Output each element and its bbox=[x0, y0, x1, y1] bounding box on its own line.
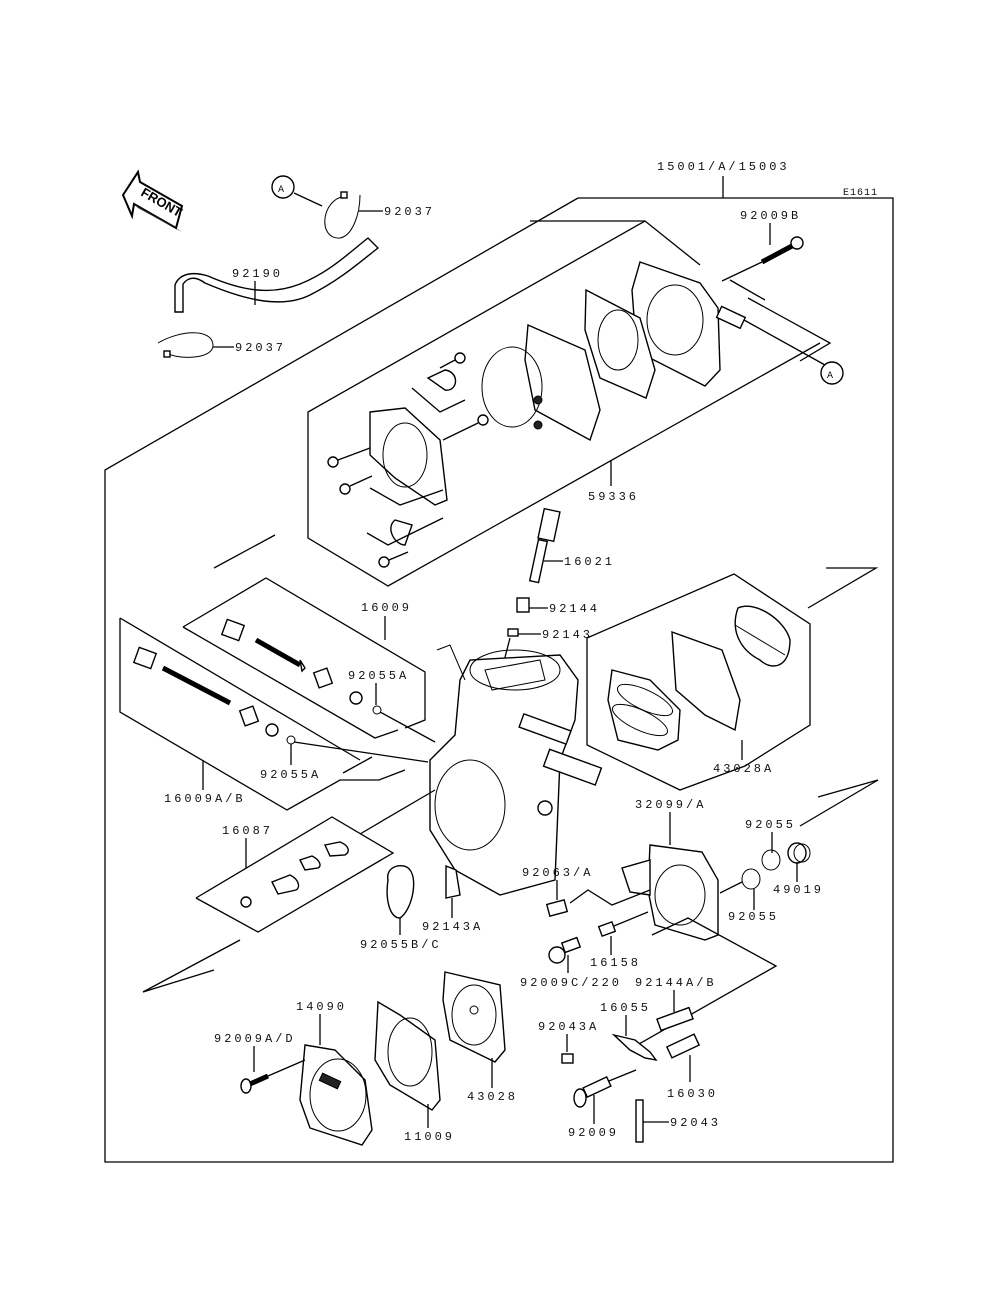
part-label-92055A-lower[interactable]: 92055A bbox=[260, 768, 321, 782]
lever-icon bbox=[611, 1033, 658, 1062]
part-label-92190[interactable]: 92190 bbox=[232, 267, 283, 281]
bracket-icon bbox=[240, 841, 349, 908]
part-label-16030[interactable]: 16030 bbox=[667, 1087, 718, 1101]
part-label-92037-top[interactable]: 92037 bbox=[384, 205, 435, 219]
cap-icon bbox=[507, 628, 519, 637]
part-label-32099A[interactable]: 32099/A bbox=[635, 798, 706, 812]
part-label-92009[interactable]: 92009 bbox=[568, 1126, 619, 1140]
part-label-16009[interactable]: 16009 bbox=[361, 601, 412, 615]
o-ring-icon bbox=[761, 849, 781, 871]
part-label-92055BC[interactable]: 92055B/C bbox=[360, 938, 442, 952]
part-label-16158[interactable]: 16158 bbox=[590, 956, 641, 970]
clamp-icon bbox=[157, 332, 214, 358]
part-label-92144[interactable]: 92144 bbox=[549, 602, 600, 616]
pump-cover-icon bbox=[631, 261, 747, 387]
part-label-92055-lower[interactable]: 92055 bbox=[728, 910, 779, 924]
front-arrow-icon: FRONT bbox=[121, 169, 185, 232]
part-label-92043[interactable]: 92043 bbox=[670, 1116, 721, 1130]
plug-icon bbox=[787, 842, 811, 864]
part-label-92063A[interactable]: 92063/A bbox=[522, 866, 593, 880]
part-label-92055A-upper[interactable]: 92055A bbox=[348, 669, 409, 683]
o-ring-icon bbox=[286, 735, 296, 745]
screw-icon bbox=[378, 556, 390, 568]
part-label-92144AB[interactable]: 92144A/B bbox=[635, 976, 717, 990]
cover-icon bbox=[386, 864, 415, 919]
svg-text:A: A bbox=[278, 185, 285, 196]
nut-icon bbox=[477, 414, 489, 426]
part-label-16009AB[interactable]: 16009A/B bbox=[164, 792, 246, 806]
spring-icon bbox=[516, 597, 530, 613]
pin-icon bbox=[561, 1053, 574, 1064]
mixture-screw-icon bbox=[132, 646, 279, 737]
gasket-icon bbox=[671, 630, 741, 732]
screw-icon bbox=[454, 352, 466, 364]
nut-icon bbox=[339, 483, 351, 495]
part-label-59336[interactable]: 59336 bbox=[588, 490, 639, 504]
gasket-icon bbox=[584, 288, 656, 399]
assembly-label[interactable]: 15001/A/15003 bbox=[657, 160, 790, 174]
part-label-92037-bottom[interactable]: 92037 bbox=[235, 341, 286, 355]
part-label-49019[interactable]: 49019 bbox=[773, 883, 824, 897]
part-label-92009C220[interactable]: 92009C/220 bbox=[520, 976, 622, 990]
part-label-43028A[interactable]: 43028A bbox=[713, 762, 774, 776]
diaphragm-icon bbox=[442, 971, 506, 1063]
part-label-14090[interactable]: 14090 bbox=[296, 1000, 347, 1014]
gasket-icon bbox=[607, 669, 681, 751]
carburetor-body-icon bbox=[429, 644, 603, 896]
o-ring-icon bbox=[372, 705, 382, 715]
svg-text:A: A bbox=[827, 371, 834, 382]
diaphragm-icon bbox=[524, 323, 601, 442]
gasket-icon bbox=[734, 605, 791, 667]
plate-icon bbox=[445, 864, 461, 899]
gasket-icon bbox=[374, 1000, 441, 1111]
part-label-16021[interactable]: 16021 bbox=[564, 555, 615, 569]
valve-icon bbox=[390, 519, 413, 546]
valve-icon bbox=[426, 369, 457, 391]
hose-icon bbox=[174, 237, 380, 313]
part-label-92143[interactable]: 92143 bbox=[542, 628, 593, 642]
part-label-92043A[interactable]: 92043A bbox=[538, 1020, 599, 1034]
part-label-43028[interactable]: 43028 bbox=[467, 1090, 518, 1104]
ref-marker-a-top[interactable]: A bbox=[271, 175, 295, 199]
diagram-code: E1611 bbox=[843, 188, 878, 199]
clamp-icon bbox=[324, 191, 361, 239]
o-ring-icon bbox=[481, 346, 543, 430]
part-label-92055-upper[interactable]: 92055 bbox=[745, 818, 796, 832]
jet-icon bbox=[597, 921, 617, 937]
ref-marker-a-right[interactable]: A bbox=[820, 361, 844, 385]
part-label-11009[interactable]: 11009 bbox=[404, 1130, 455, 1144]
assembly-frame bbox=[104, 197, 894, 1163]
pump-housing-icon bbox=[621, 844, 719, 941]
bolt-icon bbox=[240, 1073, 270, 1094]
part-label-92009B[interactable]: 92009B bbox=[740, 209, 801, 223]
o-ring-icon bbox=[741, 868, 761, 890]
part-label-92009AD[interactable]: 92009A/D bbox=[214, 1032, 296, 1046]
jet-icon bbox=[528, 507, 561, 584]
screw-icon bbox=[545, 899, 569, 917]
bolt-icon bbox=[760, 236, 804, 265]
mixture-screw-icon bbox=[220, 618, 363, 705]
pin-icon bbox=[635, 1099, 644, 1143]
part-label-92143A[interactable]: 92143A bbox=[422, 920, 483, 934]
spring-icon bbox=[656, 1006, 694, 1032]
part-label-16087[interactable]: 16087 bbox=[222, 824, 273, 838]
screw-icon bbox=[548, 936, 582, 964]
pump-body-icon bbox=[369, 407, 448, 506]
part-label-16055[interactable]: 16055 bbox=[600, 1001, 651, 1015]
screw-icon bbox=[327, 456, 339, 468]
needle-icon bbox=[665, 1033, 701, 1059]
carburetor-cover-icon bbox=[299, 1044, 373, 1146]
screw-icon bbox=[573, 1076, 612, 1108]
